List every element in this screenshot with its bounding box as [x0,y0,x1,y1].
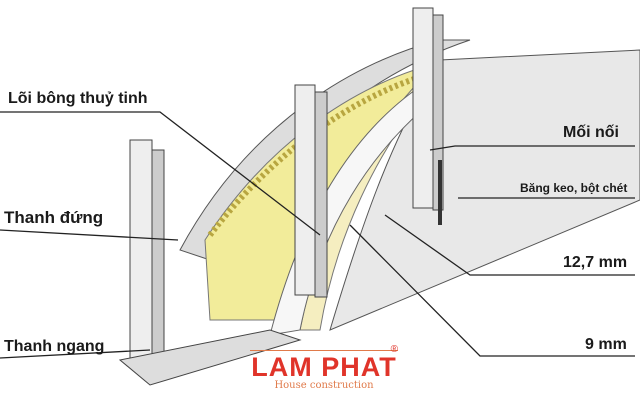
leader-lines [0,111,635,359]
insulation-edge [207,67,446,237]
horizontal-track [118,329,302,386]
logo-brand: LAM PHAT [251,352,397,382]
vertical-stud-middle [294,84,328,298]
label-glass-wool-core: Lõi bông thuỷ tinh [8,90,148,107]
logo-tagline: House construction [274,380,374,391]
label-vertical-stud: Thanh đứng [4,208,104,227]
label-joint: Mối nối [563,124,619,141]
vertical-stud-right [412,7,444,211]
label-horizontal-track: Thanh ngang [4,338,105,355]
label-board-12-7: 12,7 mm [563,254,628,271]
label-board-9: 9 mm [585,336,627,353]
label-tape-putty: Băng keo, bột chét [520,181,628,195]
lam-phat-logo: ® LAM PHAT House construction [244,344,404,391]
vertical-stud-left [129,139,165,371]
registered-mark: ® [390,344,398,355]
